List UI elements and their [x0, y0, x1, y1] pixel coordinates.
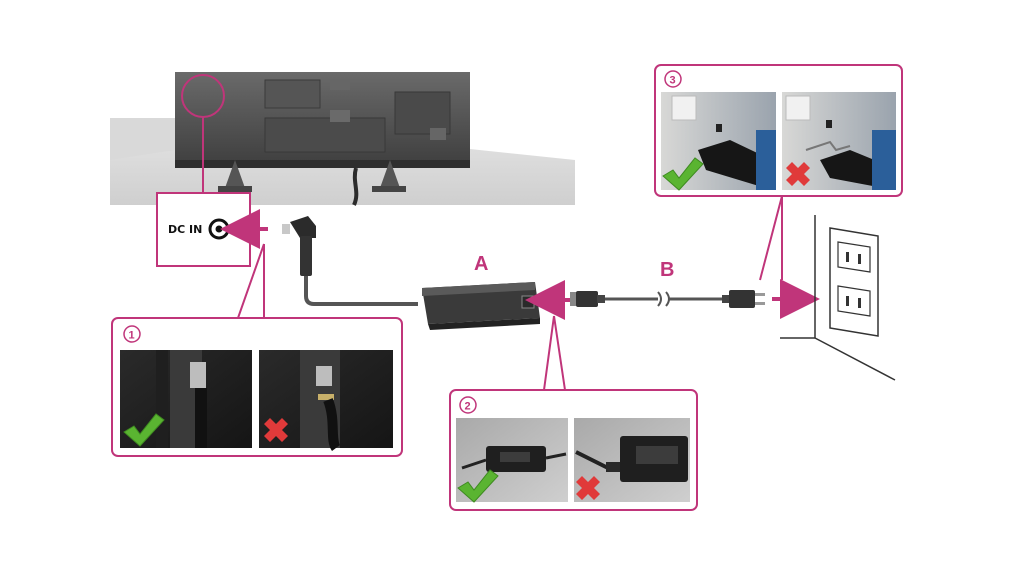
callout-1-number: 1: [129, 330, 135, 342]
callout-2: 2: [449, 315, 698, 511]
callout-3-cross-icon: [786, 162, 810, 186]
tv-illustration: [110, 72, 575, 206]
dc-plug-cable: [282, 216, 418, 306]
power-cord: [570, 290, 765, 308]
callout-2-cross-icon: [576, 476, 600, 500]
callout-1-wrong-photo: [259, 350, 393, 451]
callout-3-correct-photo: [661, 92, 776, 190]
callout-1-check-icon: [123, 413, 165, 447]
dc-in-port-icon: [215, 225, 223, 233]
callout-3-check-icon: [662, 157, 704, 191]
callout-2-correct-photo: [456, 418, 568, 502]
callout-3-number: 3: [670, 75, 676, 87]
callout-2-number: 2: [465, 401, 471, 413]
dc-in-label: DC IN: [168, 223, 202, 236]
callout-3: 3: [654, 64, 903, 281]
cord-label-b: B: [660, 259, 674, 281]
callout-1-cross-icon: [264, 418, 288, 442]
wall-outlet: [780, 215, 896, 381]
ac-adapter: [422, 282, 540, 330]
callout-2-check-icon: [457, 469, 499, 503]
callout-1: 1: [111, 243, 403, 457]
adapter-label-a: A: [474, 253, 488, 275]
dc-in-port-box: DC IN: [156, 192, 251, 267]
